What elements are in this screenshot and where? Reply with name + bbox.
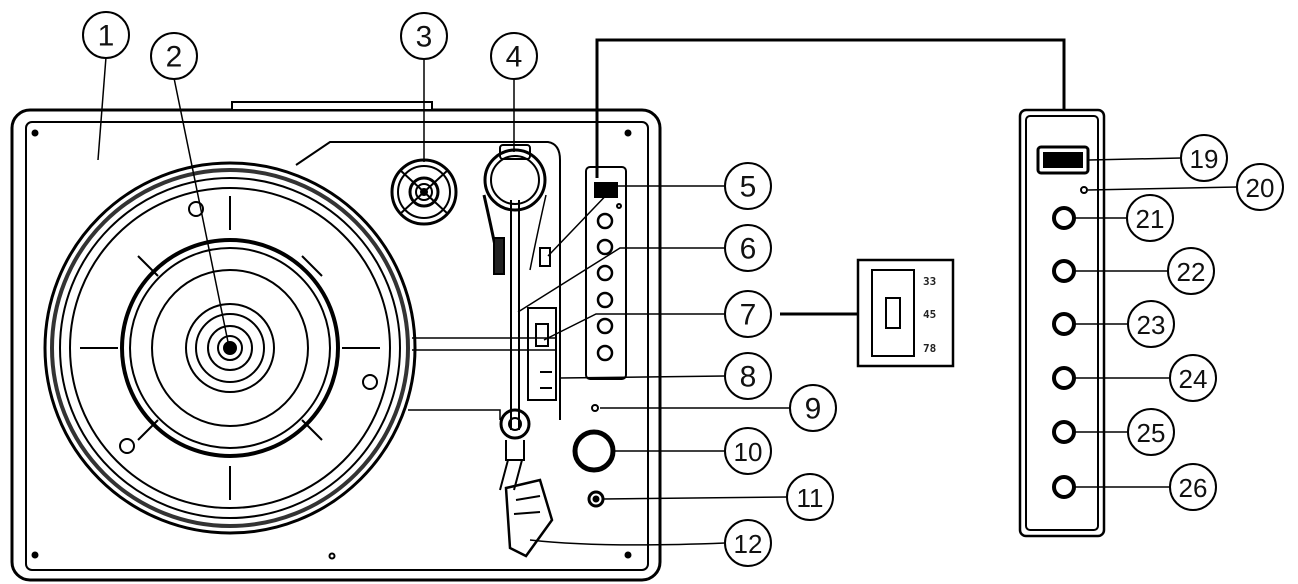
callout-25: 25 — [1137, 418, 1166, 448]
side-panel — [1018, 108, 1106, 538]
callout-19: 19 — [1190, 144, 1219, 174]
callout-3: 3 — [416, 21, 433, 54]
leader-lines — [97, 56, 1238, 500]
callout-24: 24 — [1179, 364, 1208, 394]
speed-label-45: 45 — [923, 308, 936, 321]
speed-label-33: 33 — [923, 275, 936, 288]
speed-label-78: 78 — [923, 342, 936, 355]
callout-6: 6 — [740, 233, 757, 266]
callout-10: 10 — [734, 437, 763, 467]
callout-9: 9 — [805, 393, 822, 426]
callout-26: 26 — [1179, 473, 1208, 503]
control-strip — [585, 166, 627, 380]
callout-23: 23 — [1137, 310, 1166, 340]
callout-12: 12 — [734, 529, 763, 559]
tonearm — [482, 144, 557, 558]
callout-5: 5 — [740, 171, 757, 204]
indicator-led — [591, 404, 599, 412]
callout-8: 8 — [740, 361, 757, 394]
panel-connector-line — [595, 38, 1066, 178]
item-3-knob — [390, 158, 458, 226]
callout-1: 1 — [98, 20, 115, 53]
callout-20: 20 — [1246, 173, 1275, 203]
speed-selector-box — [856, 258, 955, 368]
callout-21: 21 — [1136, 204, 1165, 234]
spindle — [223, 341, 237, 355]
callout-11: 11 — [797, 483, 824, 513]
callout-22: 22 — [1177, 257, 1206, 287]
callout-circles — [82, 11, 1284, 567]
callout-7: 7 — [740, 299, 757, 332]
tonearm-rest-wire — [529, 539, 726, 546]
callout-2: 2 — [166, 41, 183, 74]
callout-4: 4 — [506, 41, 523, 74]
volume-knob — [572, 429, 616, 473]
platter — [43, 161, 417, 535]
tonearm-base-outline — [295, 141, 561, 420]
turntable-body — [10, 101, 662, 582]
